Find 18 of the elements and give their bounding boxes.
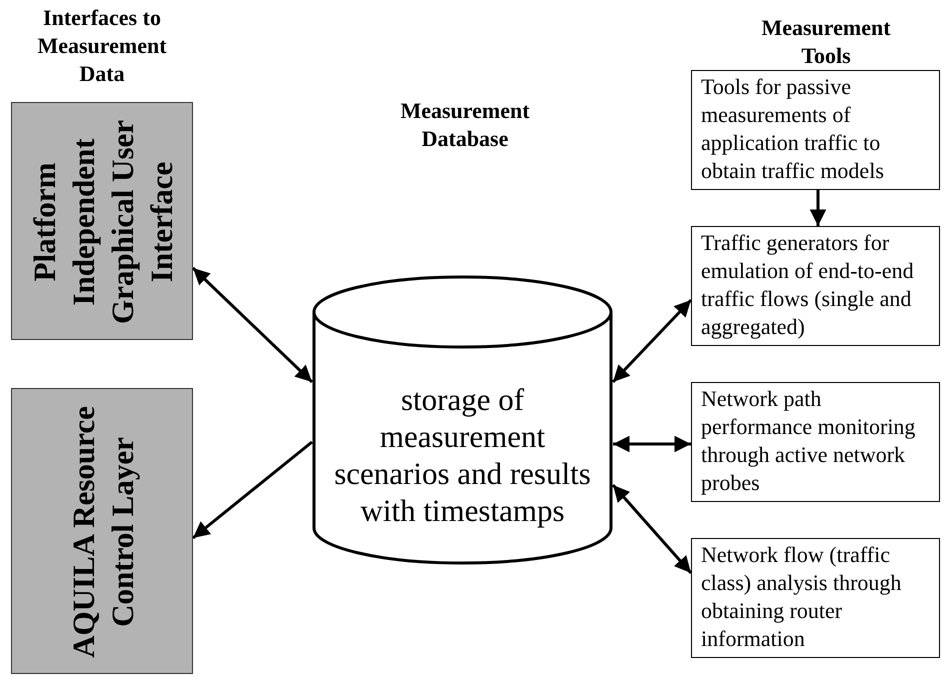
arrow xyxy=(612,298,692,384)
arrow xyxy=(192,440,313,540)
section-heading: Interfaces to Measurement Data xyxy=(36,4,168,88)
rotated-label-box xyxy=(11,388,193,674)
tool-box: Network path performance monitoring through active network probes xyxy=(691,382,940,502)
tool-box: Network flow (traffic class) analysis through obtaining router information xyxy=(691,538,940,658)
arrow xyxy=(810,190,826,226)
box-title: Platform Independent Graphical User Interface xyxy=(26,118,180,326)
rotated-label-box xyxy=(11,102,193,340)
arrow xyxy=(613,436,691,452)
section-heading: Measurement Tools xyxy=(760,14,892,70)
box-title: AQUILA Resource Control Layer xyxy=(65,405,141,660)
tool-box: Tools for passive measurements of application traffic to obtain traffic models xyxy=(691,70,940,190)
tool-box: Traffic generators for emulation of end-to-end traffic flows (single and aggregated) xyxy=(691,226,940,346)
storage-text: storage of measurement scenarios and results with timestamps xyxy=(333,381,592,529)
arrow xyxy=(192,266,314,384)
arrow xyxy=(612,484,692,574)
section-heading: Measurement Database xyxy=(399,97,531,153)
